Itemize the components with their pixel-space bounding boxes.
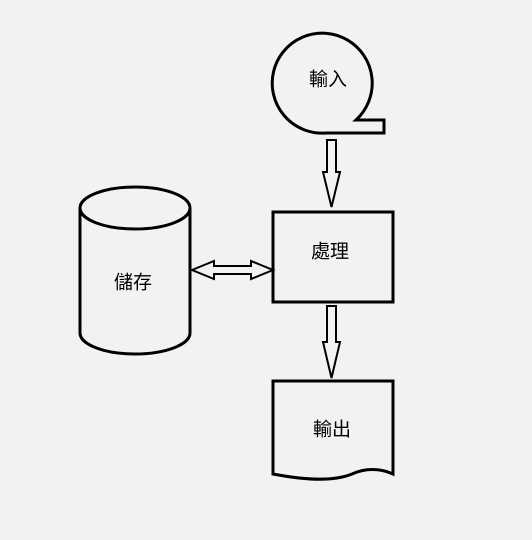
storage-node-body xyxy=(78,208,192,356)
storage-node-top xyxy=(78,185,192,231)
process-node-label: 處理 xyxy=(311,241,349,263)
input-node: 輸入 xyxy=(270,31,386,135)
storage-node: 儲存 xyxy=(78,185,192,356)
arrow-storage-process-bidirectional xyxy=(189,259,276,281)
arrow-input-to-process xyxy=(321,139,342,208)
arrow-process-to-output xyxy=(321,305,342,379)
output-node: 輸出 xyxy=(271,379,395,481)
process-node: 處理 xyxy=(271,210,395,304)
output-node-label: 輸出 xyxy=(313,419,351,441)
process-node-shape xyxy=(271,210,395,304)
input-node-shape xyxy=(270,31,386,135)
storage-node-label: 儲存 xyxy=(114,272,152,294)
input-node-label: 輸入 xyxy=(309,69,347,91)
output-node-shape xyxy=(271,379,395,481)
